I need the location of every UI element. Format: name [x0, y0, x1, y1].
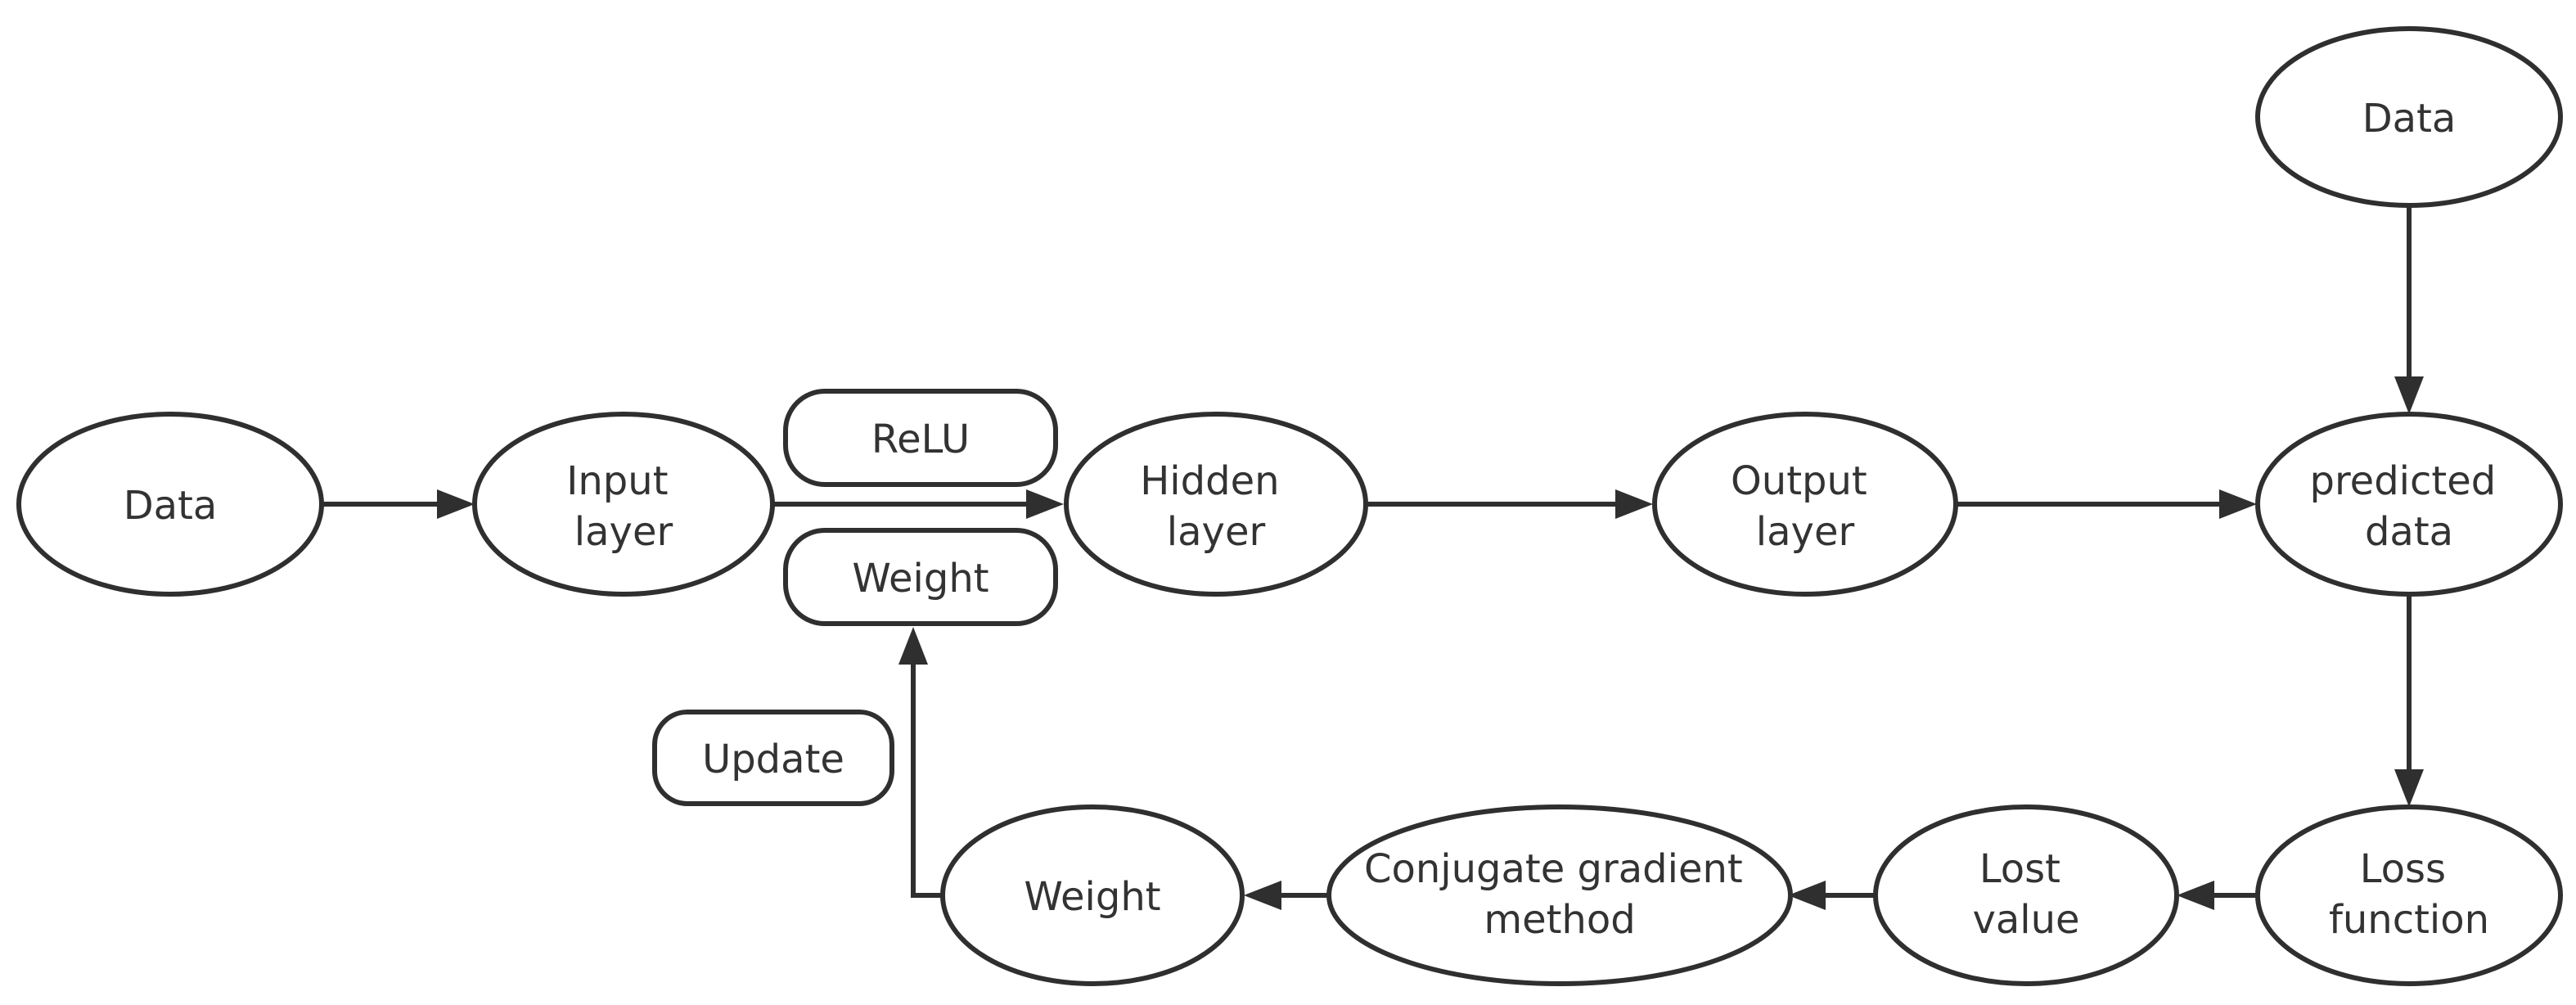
node-label-line: Weight: [1024, 874, 1160, 920]
node-predicted-data: predicted data: [2255, 412, 2563, 597]
svg-text:ReLU: ReLU: [871, 417, 970, 462]
node-output-layer: Output layer: [1652, 412, 1958, 597]
edge-output-to-predicted-data: [1956, 489, 2257, 519]
node-weight-top: Weight: [783, 528, 1058, 626]
node-label-line: Hidden: [1140, 458, 1279, 504]
node-label-line: layer: [1756, 509, 1855, 555]
svg-text:Hidden layer: Hidden layer: [1140, 458, 1292, 555]
edge-conjugate-to-weight: [1244, 881, 1329, 910]
node-lost-value: Lost value: [1873, 804, 2179, 986]
node-label-line: layer: [1167, 509, 1266, 555]
node-input-layer: Input layer: [472, 412, 775, 597]
svg-text:Lost value: Lost value: [1972, 846, 2079, 943]
svg-text:Input layer: Input layer: [566, 458, 681, 555]
edge-input-to-hidden-layer: [773, 489, 1064, 519]
node-label-line: Weight: [852, 556, 989, 602]
node-label-line: Update: [702, 737, 844, 782]
node-label-line: Input: [566, 458, 668, 504]
svg-text:Data: Data: [2362, 96, 2457, 142]
node-label-line: Output: [1731, 458, 1867, 504]
svg-text:Update: Update: [702, 737, 844, 782]
node-label-line: data: [2365, 509, 2453, 555]
node-label-line: Lost: [1979, 846, 2060, 892]
node-label-line: value: [1972, 897, 2079, 943]
node-weight-bottom: Weight: [940, 804, 1245, 986]
edge-loss-function-to-lost-value: [2177, 881, 2257, 910]
svg-text:Conjugate gradient metho: Conjugate gradient method: [1364, 846, 1755, 943]
svg-text:Weight: Weight: [1024, 874, 1160, 920]
node-label-line: predicted: [2310, 458, 2497, 504]
node-label-line: Data: [2362, 96, 2457, 142]
edge-lost-value-to-conjugate: [1788, 881, 1874, 910]
edge-data-to-input-layer: [323, 489, 475, 519]
node-label-line: Loss: [2360, 846, 2446, 892]
node-label-line: ReLU: [871, 417, 970, 462]
svg-text:Weight: Weight: [852, 556, 989, 602]
edges: [323, 206, 2424, 910]
node-loss-function: Loss function: [2255, 804, 2563, 986]
edge-hidden-to-output-layer: [1367, 489, 1653, 519]
node-relu: ReLU: [783, 389, 1058, 487]
edge-data-to-predicted-data: [2394, 206, 2424, 414]
node-data-top: Data: [2255, 26, 2563, 208]
node-label-line: Conjugate gradient: [1364, 846, 1743, 892]
node-update: Update: [652, 710, 894, 806]
node-label-line: layer: [574, 509, 673, 555]
svg-text:Loss function: Loss function: [2329, 846, 2489, 943]
node-conjugate-gradient-method: Conjugate gradient method: [1326, 804, 1793, 986]
node-label-line: function: [2329, 897, 2489, 943]
svg-text:Data: Data: [124, 483, 218, 529]
node-label-line: method: [1484, 897, 1635, 943]
svg-text:predicted data: predicted data: [2310, 458, 2509, 555]
node-hidden-layer: Hidden layer: [1064, 412, 1368, 597]
svg-text:Output layer: Output layer: [1731, 458, 1880, 555]
node-data-input: Data: [16, 412, 324, 597]
node-label-line: Data: [124, 483, 218, 529]
edge-predicted-to-loss-function: [2394, 596, 2424, 807]
edge-weight-update-to-weight: [898, 627, 941, 898]
